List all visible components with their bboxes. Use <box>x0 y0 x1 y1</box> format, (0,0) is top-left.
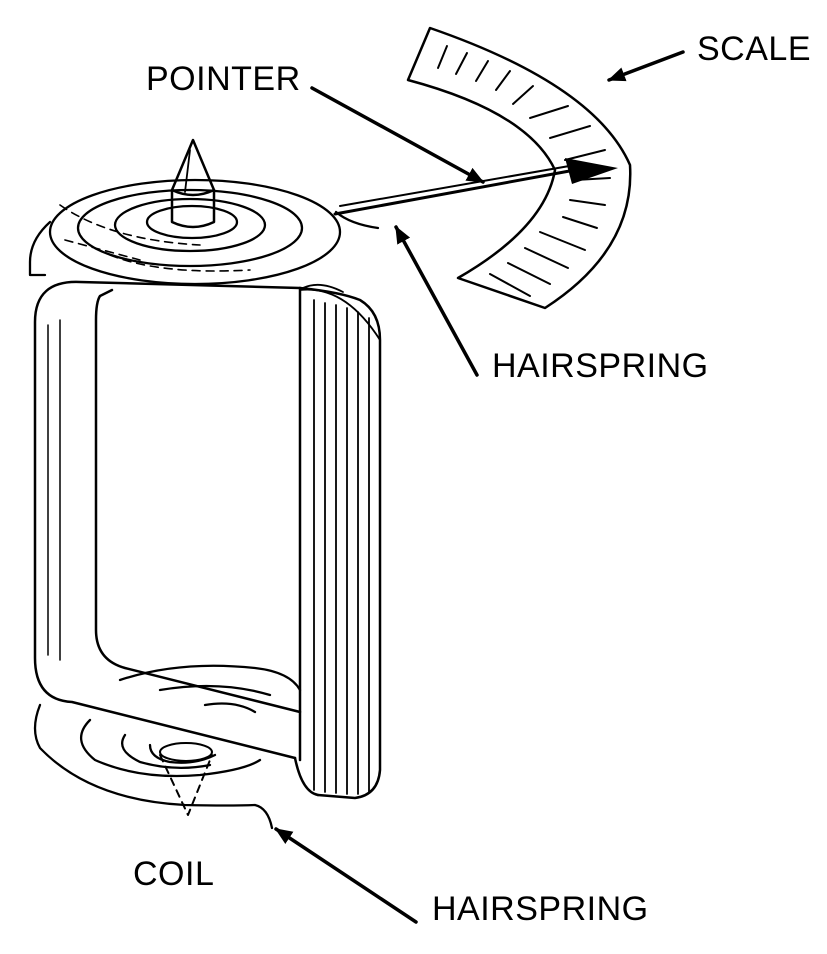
pointer-arrow <box>310 86 485 184</box>
scale-label: SCALE <box>697 30 811 68</box>
leader-arrows <box>274 50 685 924</box>
hairspring-top-label: HAIRSPRING <box>492 347 709 385</box>
pointer-label: POINTER <box>146 60 301 98</box>
top-hairspring <box>28 178 380 286</box>
coil-windings <box>299 283 381 795</box>
top-pivot <box>170 138 216 229</box>
scale <box>406 26 632 310</box>
scale-arrow <box>607 50 685 82</box>
pointer <box>333 158 618 216</box>
coil-label: COIL <box>133 855 215 893</box>
bottom-hairspring <box>33 664 302 830</box>
hairspring-bottom-label: HAIRSPRING <box>432 890 649 928</box>
bottom-pivot <box>159 742 213 816</box>
scale-ticks <box>437 45 611 297</box>
hairspring-bottom-arrow <box>274 827 418 924</box>
coil-frame <box>33 280 382 800</box>
hairspring-top-arrow <box>394 225 479 377</box>
